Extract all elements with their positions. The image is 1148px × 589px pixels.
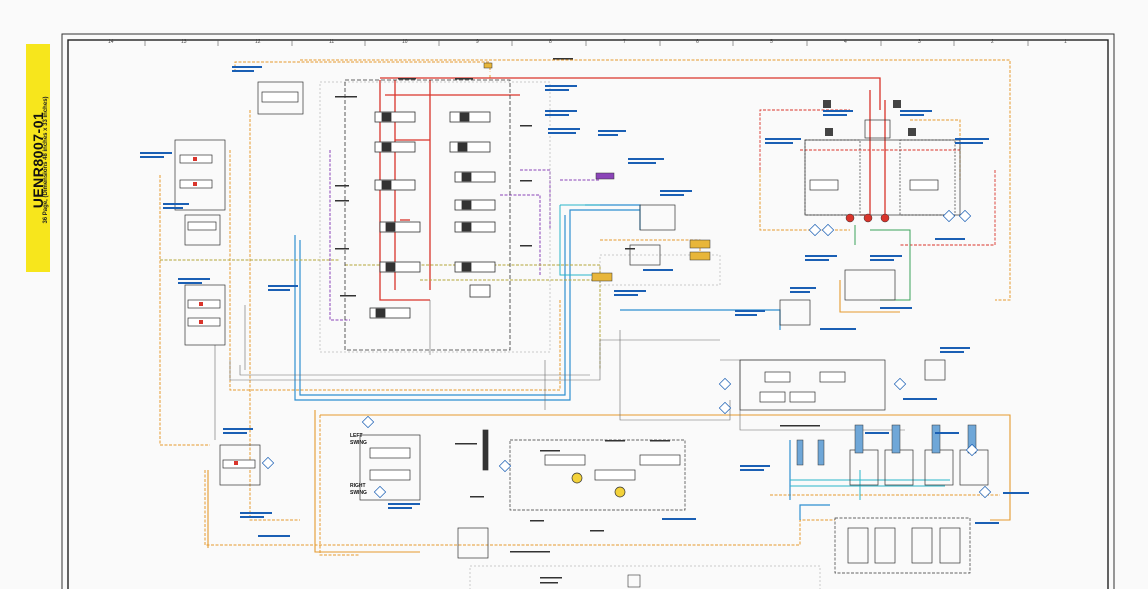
grid-number: 9: [476, 39, 479, 45]
grid-number: 10: [402, 39, 408, 45]
grid-number: 2: [991, 39, 994, 45]
sheet-frame: [61, 33, 1115, 589]
cylinder-bank: [834, 449, 989, 574]
pilot-lines: [159, 59, 1011, 556]
right-control-block: [629, 204, 946, 411]
swing-valve: [359, 429, 489, 501]
left-swing-label: SWING: [350, 440, 367, 446]
green-lines: [854, 225, 911, 301]
main-control-valve: [344, 79, 511, 351]
grid-number: 7: [623, 39, 626, 45]
grid-number: 1: [1064, 39, 1067, 45]
grid-number: 4: [844, 39, 847, 45]
drawing-border: [67, 39, 1109, 589]
right-swing-label: RIGHT: [350, 483, 366, 489]
grid-number: 6: [696, 39, 699, 45]
cyan-lines: [559, 204, 950, 500]
grid-number: 11: [329, 39, 334, 45]
document-id-band: [26, 44, 50, 272]
grid-number: 8: [549, 39, 552, 45]
right-swing-label: SWING: [350, 490, 367, 496]
orange-solid-lines: [207, 280, 1011, 553]
grid-numbers: 14 13 12 11 10 9 8 7 6 5 4 3 2 1: [108, 39, 1067, 45]
grid-number: 13: [181, 39, 187, 45]
grid-number: 14: [108, 39, 114, 45]
left-swing-label: LEFT: [350, 433, 363, 439]
travel-valve-block: [457, 439, 686, 559]
grid-number: 3: [918, 39, 921, 45]
grid-number: 5: [770, 39, 773, 45]
grid-number: 12: [255, 39, 261, 45]
